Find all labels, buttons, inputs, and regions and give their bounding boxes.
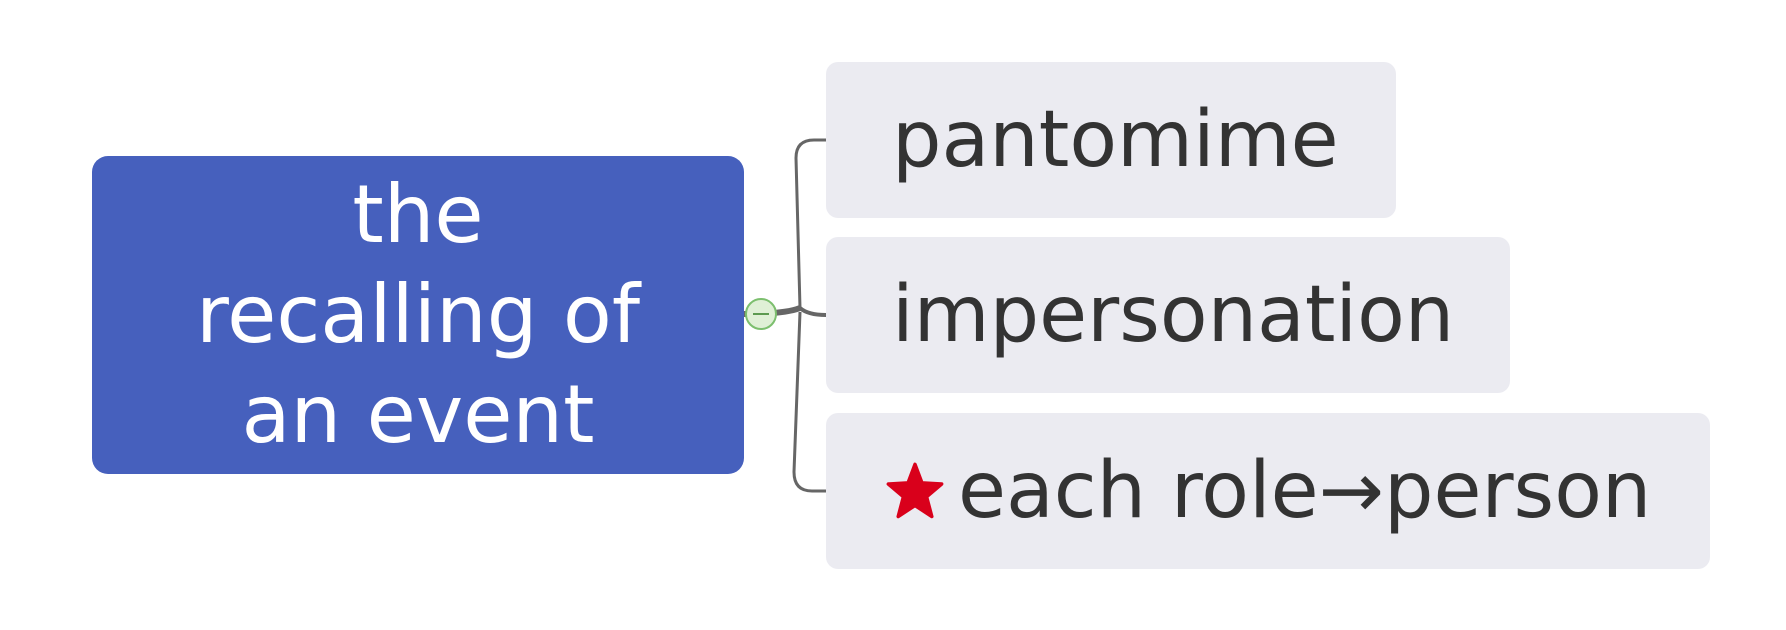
subtopic-impersonation[interactable]: impersonation [826,237,1510,393]
subtopic-label: impersonation [892,270,1455,360]
subtopic-each-role-person[interactable]: each role→person [826,413,1710,569]
subtopic-pantomime[interactable]: pantomime [826,62,1396,218]
connector-branch-role [792,311,826,493]
central-topic-label: the recalling of an event [195,168,641,461]
connector-branch-impersonation [798,306,827,317]
subtopic-label: each role→person [958,446,1652,536]
connector-branch-pantomime [794,138,826,309]
collapse-toggle-button[interactable] [745,298,777,330]
central-topic[interactable]: the recalling of an event [92,156,744,474]
minus-icon [753,313,769,315]
subtopic-label: pantomime [892,95,1339,185]
star-icon [886,462,944,519]
